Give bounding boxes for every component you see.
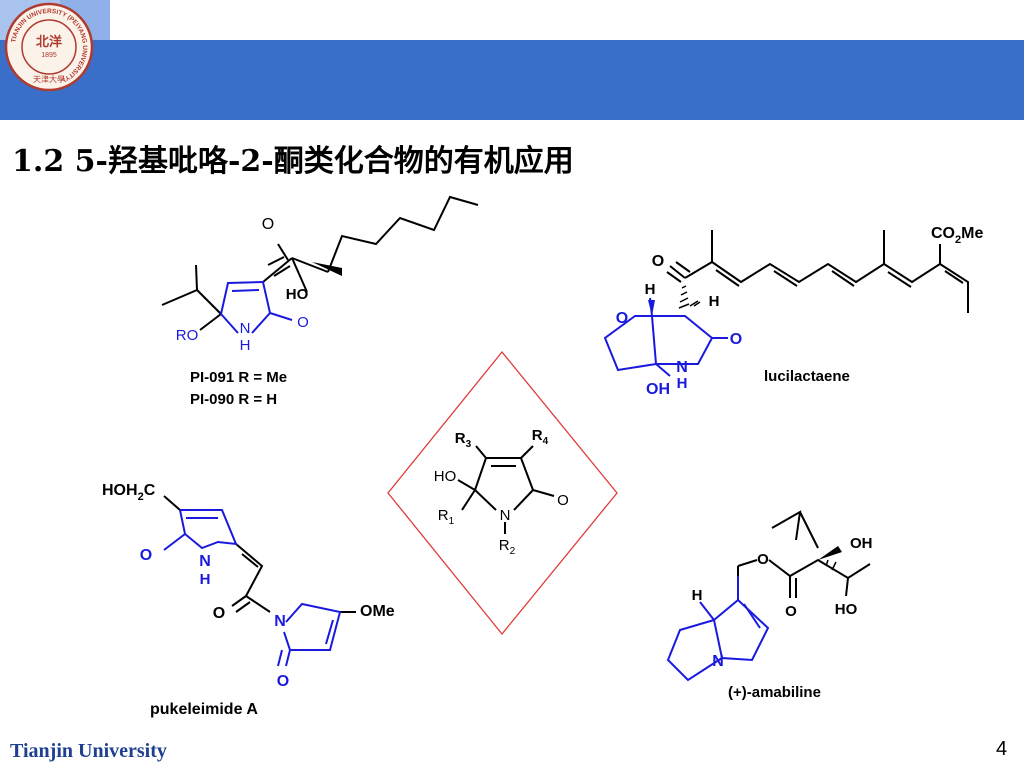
- core-oxygen: O: [557, 492, 569, 509]
- amabiline-hydrogen: H: [692, 587, 703, 604]
- compound-amabiline: OH HO O O H N (+)-amabiline: [666, 510, 873, 701]
- pukeleimide-oxygen-2: O: [213, 605, 225, 622]
- lucilactaene-lactam-oxygen: O: [730, 331, 742, 348]
- lucilactaene-ester-co: CO2Me: [931, 225, 983, 246]
- core-frame-diamond: [387, 350, 618, 636]
- compound-pi091: O HO RO N H O PI-091 R = Me PI-090 R = H: [161, 195, 479, 408]
- lucilactaene-ketone-oxygen: O: [652, 253, 664, 270]
- compound-lucilactaene: O CO2Me O H H O N H OH lucilactaene: [603, 225, 983, 398]
- pukeleimide-hoh2c: HOH2C: [102, 482, 156, 503]
- pi090-label: PI-090 R = H: [190, 391, 277, 408]
- pi091-ro: RO: [176, 327, 199, 344]
- lucilactaene-h1: H: [645, 281, 656, 298]
- page-title: 1.2 5-羟基吡咯-2-酮类化合物的有机应用: [12, 144, 574, 179]
- pukeleimide-oxygen-1: O: [140, 547, 152, 564]
- amabiline-label: (+)-amabiline: [728, 684, 821, 701]
- core-r2: R2: [499, 537, 516, 557]
- core-r4: R4: [532, 427, 549, 447]
- lucilactaene-nitrogen: N: [676, 359, 688, 376]
- amabiline-hydroxy-2: HO: [835, 601, 858, 618]
- footer-university: Tianjin University: [10, 740, 167, 762]
- lucilactaene-ring-oxygen: O: [616, 310, 628, 327]
- pukeleimide-methoxy: OMe: [360, 603, 395, 620]
- lucilactaene-nitrogen-h: H: [677, 375, 688, 392]
- header-bar: [0, 40, 1024, 120]
- pukeleimide-oxygen-3: O: [277, 673, 289, 690]
- pi091-nitrogen-h: H: [240, 337, 251, 354]
- lucilactaene-label: lucilactaene: [764, 368, 850, 385]
- lucilactaene-hydroxy: OH: [646, 381, 670, 398]
- pukeleimide-label: pukeleimide A: [150, 701, 258, 718]
- core-r1: R1: [438, 507, 455, 527]
- compound-core-scaffold: R3 R4 HO R1 N O R2: [434, 427, 569, 557]
- seal-center-text: 北洋: [36, 34, 62, 50]
- seal-year: 1895: [41, 52, 57, 59]
- compound-pukeleimide: HOH2C O N H O N OMe O pukeleimide A: [102, 482, 395, 718]
- pukeleimide-nitrogen-1: N: [199, 553, 211, 570]
- pukeleimide-nitrogen-2: N: [274, 613, 286, 630]
- pi091-label: PI-091 R = Me: [190, 369, 287, 386]
- pi091-nitrogen: N: [240, 320, 251, 337]
- amabiline-carbonyl-oxygen: O: [785, 603, 797, 620]
- amabiline-ester-oxygen: O: [757, 551, 769, 568]
- page-number: 4: [996, 738, 1008, 760]
- core-r3: R3: [455, 430, 472, 450]
- pi091-hydroxy: HO: [286, 286, 309, 303]
- pukeleimide-nitrogen-h: H: [200, 571, 211, 588]
- university-seal-icon: TIANJIN UNIVERSITY (PEIYANG UNIVERSITY) …: [4, 2, 94, 92]
- core-hydroxy: HO: [434, 468, 457, 485]
- pi091-lactam-oxygen: O: [297, 314, 309, 331]
- amabiline-hydroxy: OH: [850, 535, 873, 552]
- pi091-ketone-oxygen: O: [262, 216, 274, 233]
- seal-bottom-text: 天津大學: [33, 74, 65, 84]
- core-nitrogen: N: [500, 507, 511, 524]
- lucilactaene-h2: H: [709, 293, 720, 310]
- amabiline-nitrogen: N: [712, 653, 724, 670]
